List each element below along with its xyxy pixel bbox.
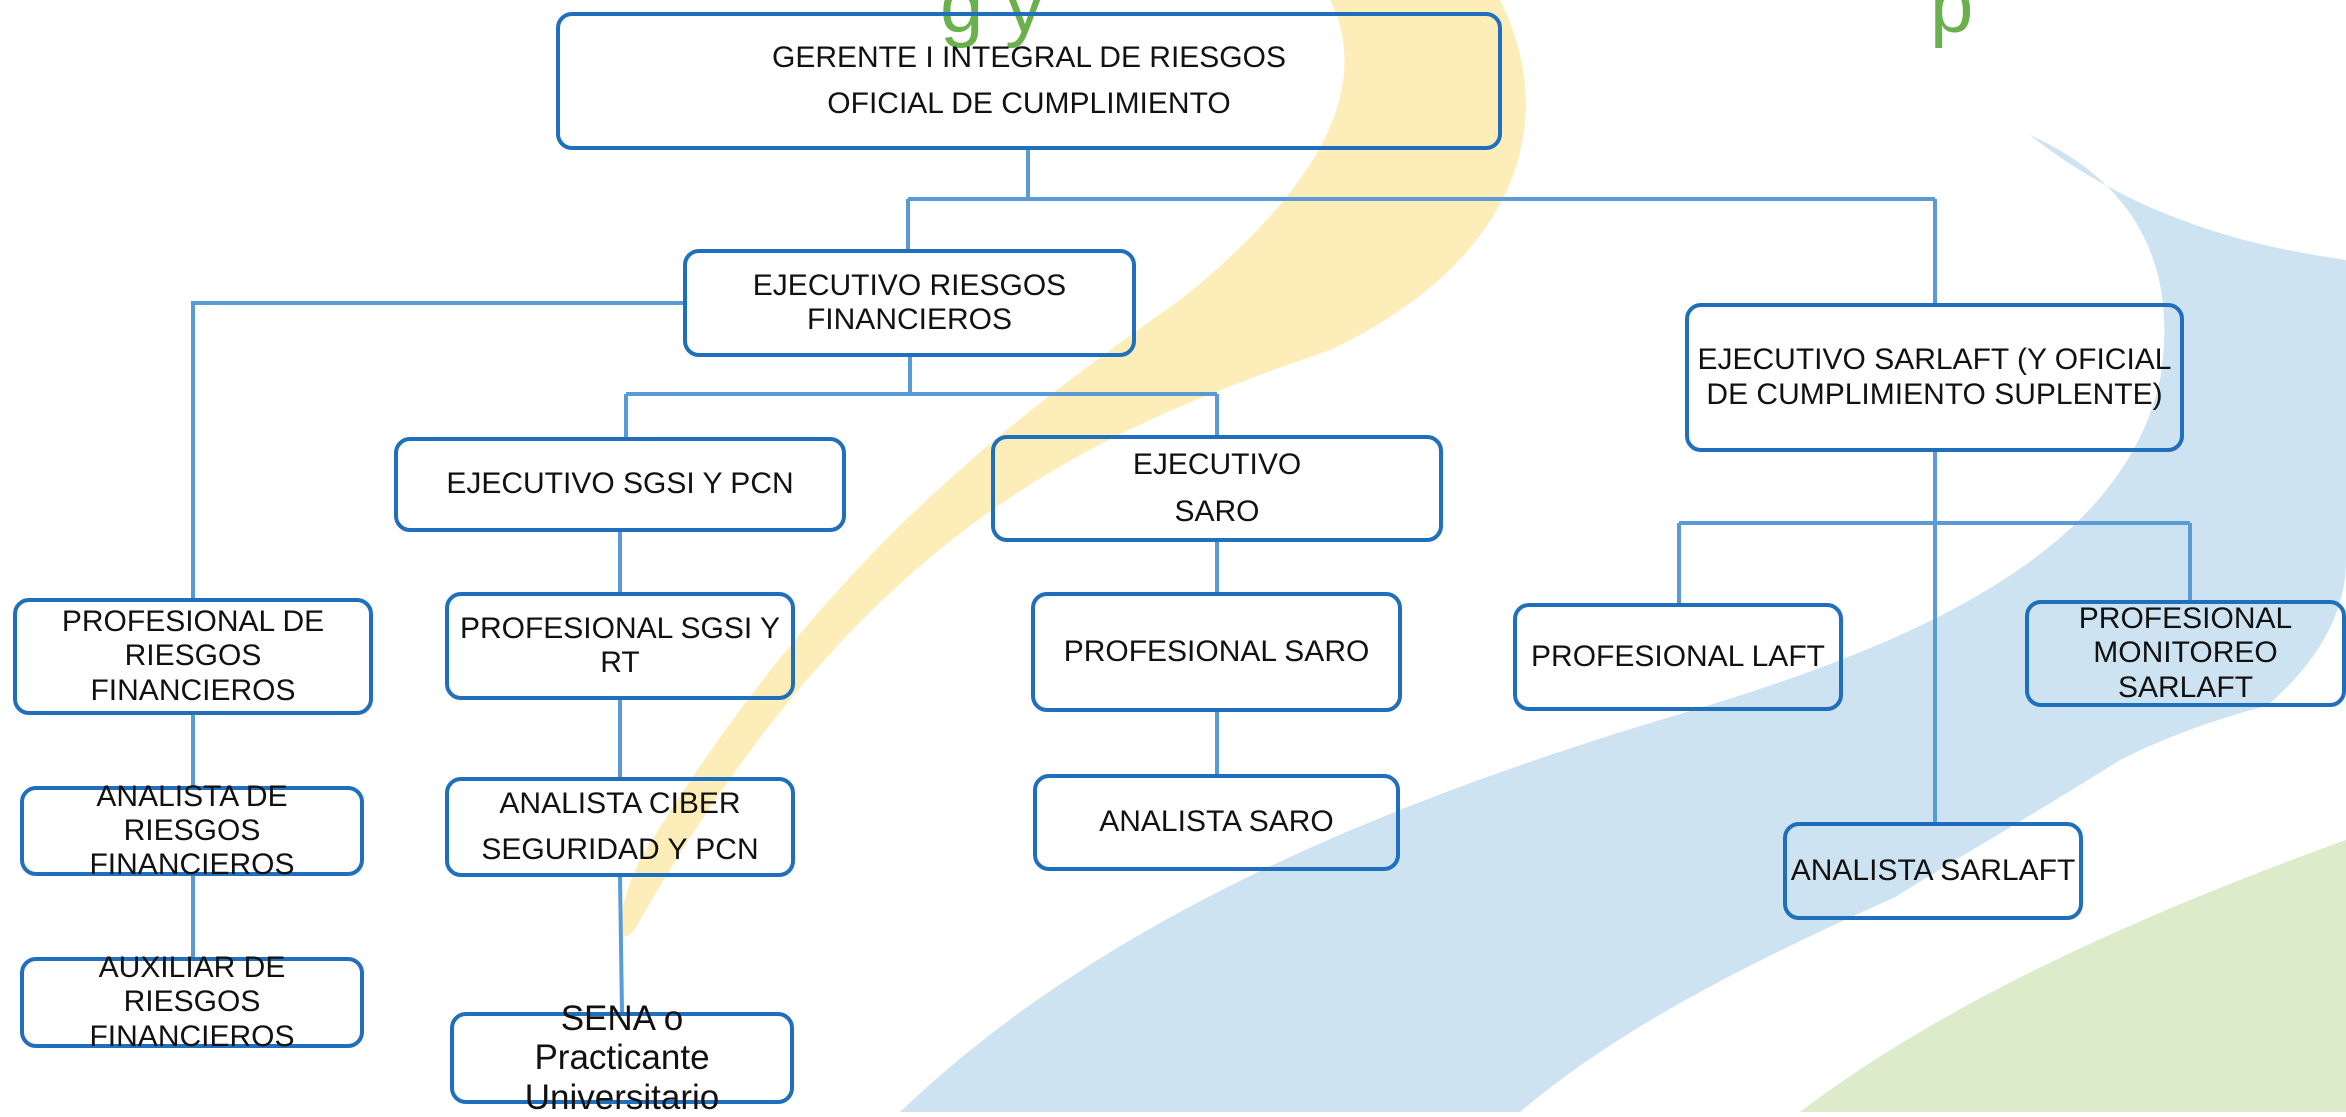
node-text-line: RIESGOS: [123, 813, 261, 847]
node-ejecutivo-saro: EJECUTIVO SARO: [991, 435, 1443, 542]
node-text-line: PROFESIONAL DE: [61, 605, 325, 639]
node-text-line: ANALISTA CIBER: [499, 786, 741, 820]
node-text-line: FINANCIEROS: [89, 848, 295, 882]
node-text-line: RT: [600, 646, 640, 679]
node-text-line: RIESGOS: [123, 985, 261, 1019]
node-analista-ciber-seguridad-pcn: ANALISTA CIBER SEGURIDAD Y PCN: [445, 777, 795, 877]
node-text-line: PROFESIONAL: [2078, 602, 2293, 636]
connector-line: [618, 876, 624, 1013]
node-text-line: RIESGOS: [124, 639, 262, 673]
node-text-line: PROFESIONAL LAFT: [1531, 639, 1825, 673]
node-text-line: EJECUTIVO SARLAFT (Y OFICIAL: [1697, 343, 2172, 377]
node-analista-saro: ANALISTA SARO: [1033, 774, 1400, 871]
node-text-line: ANALISTA SARO: [1099, 805, 1334, 839]
node-text-line: PROFESIONAL SARO: [1063, 634, 1370, 668]
yellow-swoosh-shape: [621, 0, 1526, 937]
node-text-line: EJECUTIVO RIESGOS: [752, 268, 1067, 302]
white-overlay-shape: [1712, 690, 2346, 1047]
green-swoosh-shape: [1800, 840, 2346, 1112]
node-text-line: ANALISTA SARLAFT: [1790, 853, 2076, 887]
node-text-line: Universitario: [524, 1077, 720, 1117]
node-text-line: SEGURIDAD Y PCN: [481, 833, 759, 866]
node-text-line: SENA o: [560, 999, 684, 1039]
node-text-line: PROFESIONAL SGSI Y: [459, 611, 781, 645]
node-text-line: ANALISTA DE: [96, 779, 288, 813]
node-text-line: EJECUTIVO: [1132, 448, 1302, 481]
node-text-line: SARLAFT: [2117, 670, 2254, 704]
node-analista-sarlaft: ANALISTA SARLAFT: [1783, 822, 2083, 920]
node-text-line: SARO: [1174, 494, 1260, 528]
node-text-line: MONITOREO: [2093, 636, 2278, 670]
blue-swoosh-shape: [900, 135, 2346, 1112]
connector-line: [191, 301, 683, 598]
node-profesional-laft: PROFESIONAL LAFT: [1513, 603, 1843, 711]
node-text-line: AUXILIAR DE: [98, 951, 286, 985]
node-text-line: FINANCIEROS: [89, 1019, 295, 1053]
node-ejecutivo-sgsi-pcn: EJECUTIVO SGSI Y PCN: [394, 437, 846, 532]
node-text-line: GERENTE I INTEGRAL DE RIESGOS: [772, 40, 1286, 74]
node-text-line: FINANCIEROS: [806, 303, 1013, 336]
title-fragment-left: g y: [940, 0, 1045, 49]
title-fragment-right: p: [1930, 0, 1974, 49]
node-gerente-integral-riesgos: GERENTE I INTEGRAL DE RIESGOS OFICIAL DE …: [556, 12, 1502, 150]
node-text-line: EJECUTIVO SGSI Y PCN: [446, 467, 794, 501]
node-text-line: Practicante: [534, 1038, 710, 1078]
node-text-line: DE CUMPLIMIENTO SUPLENTE): [1706, 377, 2163, 411]
node-text-line: OFICIAL DE CUMPLIMIENTO: [827, 87, 1231, 120]
node-text-line: FINANCIEROS: [90, 673, 296, 707]
node-profesional-saro: PROFESIONAL SARO: [1031, 592, 1402, 712]
